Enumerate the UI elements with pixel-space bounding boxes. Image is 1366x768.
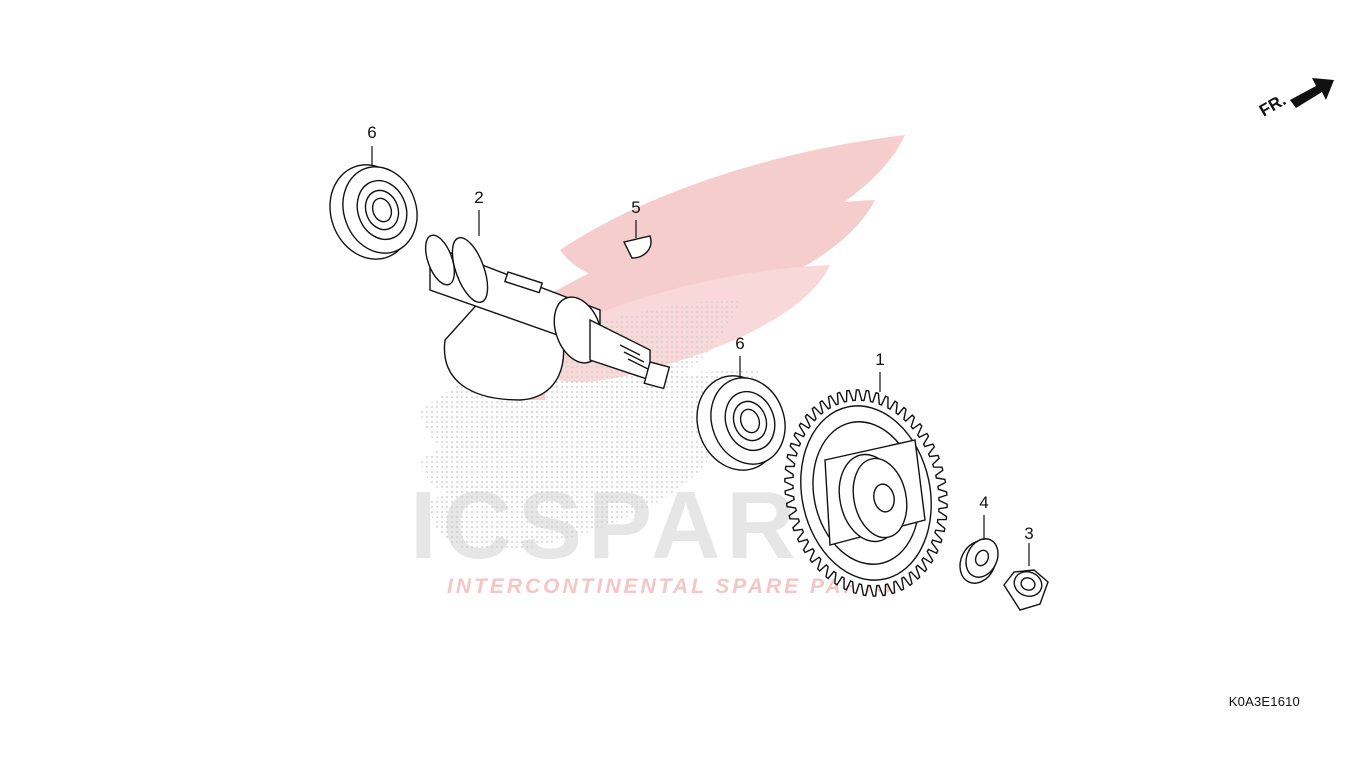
callout-1: 1 xyxy=(875,350,885,369)
nut-3 xyxy=(1003,569,1049,611)
callout-6-top: 6 xyxy=(367,123,377,142)
driven-gear-1 xyxy=(784,389,948,597)
washer-4 xyxy=(959,538,999,584)
front-direction-arrow-icon xyxy=(1290,78,1334,108)
diagram-code: K0A3E1610 xyxy=(1228,694,1300,709)
callout-3: 3 xyxy=(1024,524,1034,543)
balancer-shaft-2 xyxy=(424,234,671,401)
callout-2: 2 xyxy=(474,188,484,207)
callout-4: 4 xyxy=(979,493,989,512)
callout-6-mid: 6 xyxy=(735,334,745,353)
ball-bearing-6-top xyxy=(329,164,418,260)
watermark-tagline: INTERCONTINENTAL SPARE PARTS xyxy=(447,575,895,598)
callout-5: 5 xyxy=(631,198,641,217)
callout-leader-lines xyxy=(371,146,1030,566)
ball-bearing-6-mid xyxy=(696,375,786,471)
woodruff-key-5 xyxy=(622,235,652,259)
